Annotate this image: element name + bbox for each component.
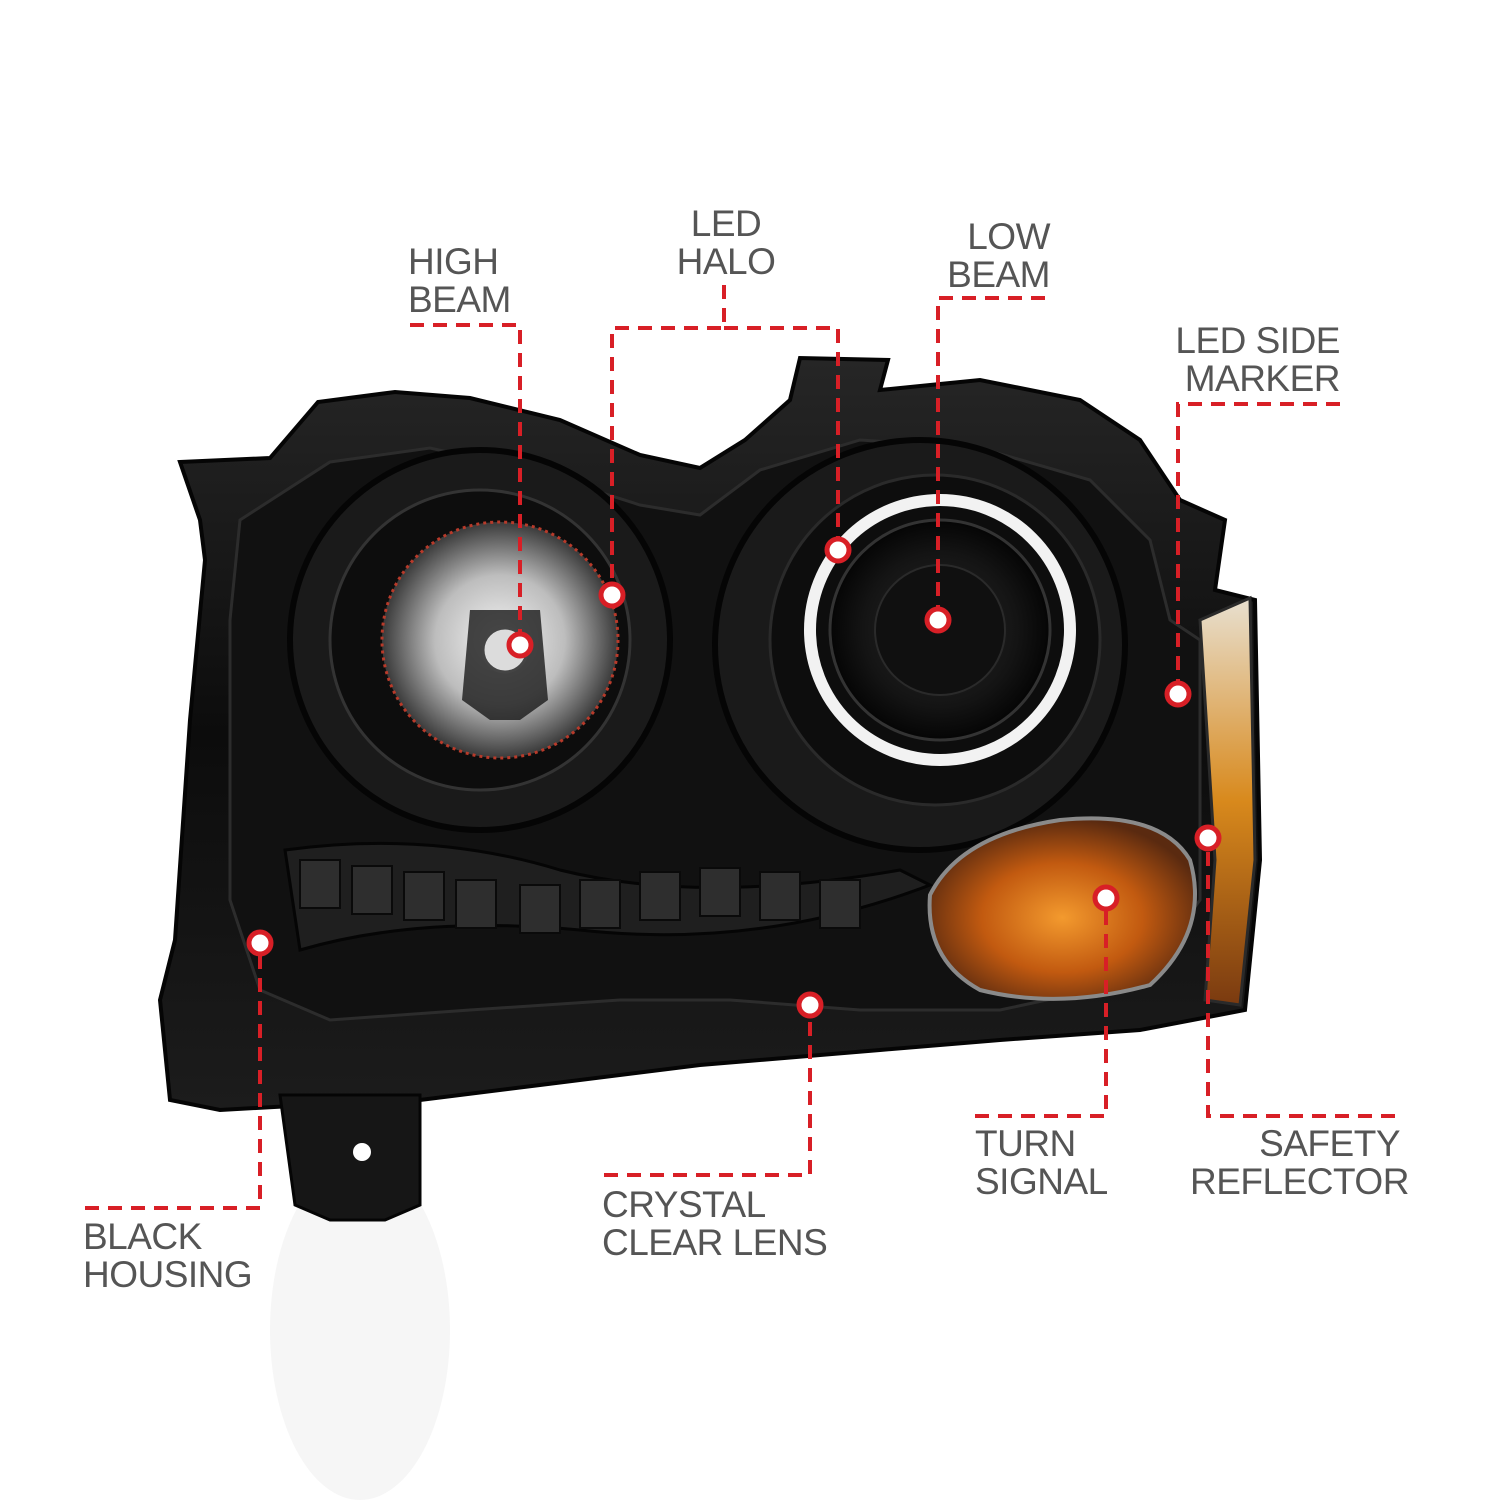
crystal-clear-lens-callout-dot	[796, 991, 824, 1019]
callout-label-turn-signal: TURN SIGNAL	[975, 1125, 1108, 1201]
callout-label-black-housing: BLACK HOUSING	[83, 1216, 253, 1295]
callout-label-high-beam: HIGH BEAM	[408, 243, 511, 319]
callout-label-safety-reflector: SAFETY REFLECTOR	[1190, 1123, 1409, 1202]
callout-line-2: BEAM	[408, 279, 511, 320]
low-beam-callout-dot	[924, 606, 952, 634]
led-strip-segments	[299, 859, 861, 934]
low-beam-leader-line	[936, 296, 1045, 620]
callout-line-2: MARKER	[1184, 358, 1341, 399]
safety-reflector-leader-line	[1206, 838, 1395, 1118]
callout-label-led-halo: LED HALO	[676, 205, 776, 281]
callout-line-1: SAFETY	[1259, 1123, 1400, 1164]
led-halo-leader-line-branch	[724, 326, 840, 550]
callout-line-2: HOUSING	[83, 1254, 253, 1295]
led-halo-callout-dot	[598, 581, 626, 609]
side-marker-lens	[1198, 595, 1257, 1007]
callout-line-1: BLACK	[83, 1216, 202, 1257]
callout-line-1: TURN	[975, 1123, 1076, 1164]
led-halo-leader-line	[610, 285, 726, 595]
turn-signal-lens	[927, 816, 1197, 1001]
callout-line-1: CRYSTAL	[602, 1184, 766, 1225]
mounting-hole	[353, 1143, 371, 1161]
callout-line-1: LOW	[967, 216, 1050, 257]
callout-line-1: HIGH	[408, 241, 499, 282]
callout-line-1: LED SIDE	[1175, 320, 1340, 361]
led-side-marker-leader-line	[1176, 402, 1340, 694]
turn-signal-callout-dot	[1092, 884, 1120, 912]
callout-line-2: HALO	[676, 241, 776, 282]
led-side-marker-callout-dot	[1164, 680, 1192, 708]
safety-reflector-callout-dot	[1194, 824, 1222, 852]
led-halo-callout-dot-secondary	[824, 536, 852, 564]
callout-line-2: BEAM	[947, 254, 1050, 295]
callout-label-led-side-marker: LED SIDE MARKER	[1160, 322, 1340, 398]
callout-label-crystal-clear-lens: CRYSTAL CLEAR LENS	[602, 1184, 828, 1263]
callout-line-2: CLEAR LENS	[602, 1222, 828, 1263]
high-beam-leader-line	[410, 323, 522, 645]
mounting-bracket	[278, 1093, 422, 1222]
callout-label-low-beam: LOW BEAM	[930, 218, 1050, 294]
callout-line-1: LED	[690, 203, 762, 244]
high-beam-callout-dot	[506, 631, 534, 659]
floor-reflection	[270, 1160, 450, 1500]
callout-line-2: SIGNAL	[975, 1161, 1108, 1202]
callout-line-2: REFLECTOR	[1190, 1161, 1409, 1202]
black-housing-callout-dot	[246, 929, 274, 957]
turn-signal-leader-line	[975, 898, 1108, 1118]
black-housing-leader-line	[85, 943, 262, 1210]
